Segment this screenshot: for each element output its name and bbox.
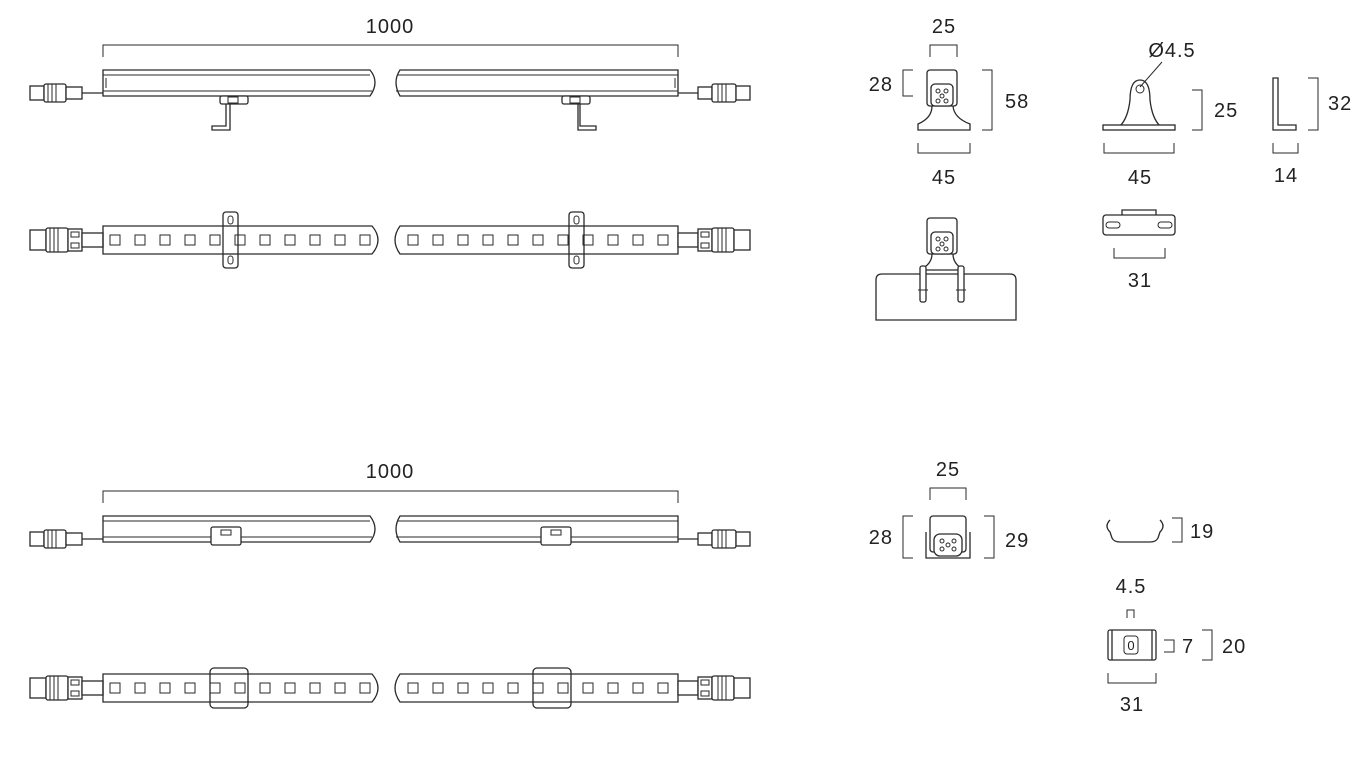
bottom-side-view: 1000 bbox=[29, 461, 751, 549]
bracket-base-width-label: 45 bbox=[932, 167, 956, 189]
led-chip bbox=[432, 682, 444, 694]
led-chip bbox=[532, 682, 544, 694]
led-chip bbox=[359, 234, 371, 246]
led-chip bbox=[482, 682, 494, 694]
led-chip bbox=[557, 234, 569, 246]
led-chip bbox=[284, 682, 296, 694]
top-side-view: 1000 bbox=[29, 16, 751, 131]
led-chip bbox=[657, 234, 669, 246]
l-profile-view: 32 14 bbox=[1272, 77, 1352, 187]
led-array-top bbox=[109, 234, 669, 246]
l-profile-width-label: 14 bbox=[1274, 165, 1298, 187]
base-plate-view: 31 bbox=[1102, 209, 1176, 292]
led-chip bbox=[134, 682, 146, 694]
led-chip bbox=[657, 682, 669, 694]
clip-plate-width-label: 31 bbox=[1120, 694, 1144, 716]
led-chip bbox=[209, 682, 221, 694]
clip-width-label: 25 bbox=[936, 459, 960, 481]
mounted-assembly-view bbox=[875, 217, 1017, 321]
base-plate-width-label: 31 bbox=[1128, 270, 1152, 292]
side-base-width-label: 45 bbox=[1128, 167, 1152, 189]
led-chip bbox=[309, 234, 321, 246]
led-chip bbox=[159, 234, 171, 246]
led-chip bbox=[457, 234, 469, 246]
led-chip bbox=[159, 682, 171, 694]
led-chip bbox=[234, 234, 246, 246]
led-chip bbox=[507, 234, 519, 246]
bracket-height-label: 28 bbox=[869, 74, 893, 96]
bottom-length-label: 1000 bbox=[366, 461, 415, 483]
clip-side-height-label: 19 bbox=[1190, 521, 1214, 543]
clip-side-view: 19 bbox=[1106, 517, 1214, 543]
top-length-label: 1000 bbox=[366, 16, 415, 38]
clip-plate-view: 4.5 0 7 20 31 bbox=[1107, 576, 1246, 716]
led-chip bbox=[457, 682, 469, 694]
clip-hole-label: 4.5 bbox=[1116, 576, 1147, 598]
led-chip bbox=[532, 234, 544, 246]
led-chip bbox=[557, 682, 569, 694]
led-chip bbox=[632, 682, 644, 694]
bracket-width-label: 25 bbox=[932, 16, 956, 38]
clip-plate-height-label: 20 bbox=[1222, 636, 1246, 658]
led-chip bbox=[334, 682, 346, 694]
l-profile-height-label: 32 bbox=[1328, 93, 1352, 115]
led-chip bbox=[209, 234, 221, 246]
led-chip bbox=[259, 682, 271, 694]
clip-total-height-label: 29 bbox=[1005, 530, 1029, 552]
hole-diameter-label: Ø4.5 bbox=[1148, 40, 1195, 62]
led-chip bbox=[582, 682, 594, 694]
led-chip bbox=[407, 234, 419, 246]
led-chip bbox=[184, 682, 196, 694]
bracket-end-view: 25 28 58 45 bbox=[869, 16, 1029, 189]
clip-height-label: 28 bbox=[869, 527, 893, 549]
led-chip bbox=[607, 234, 619, 246]
led-chip bbox=[359, 682, 371, 694]
led-chip bbox=[184, 234, 196, 246]
led-chip bbox=[432, 234, 444, 246]
led-chip bbox=[507, 682, 519, 694]
led-chip bbox=[234, 682, 246, 694]
led-chip bbox=[109, 234, 121, 246]
clip-center-mark: 0 bbox=[1127, 638, 1134, 653]
clip-hole-height-label: 7 bbox=[1182, 636, 1194, 658]
led-chip bbox=[284, 234, 296, 246]
side-height-label: 25 bbox=[1214, 100, 1238, 122]
led-array-bottom bbox=[109, 682, 669, 694]
left-connector bbox=[29, 83, 103, 103]
led-chip bbox=[607, 682, 619, 694]
led-chip bbox=[482, 234, 494, 246]
led-chip bbox=[309, 682, 321, 694]
bracket-total-height-label: 58 bbox=[1005, 91, 1029, 113]
top-front-view bbox=[29, 211, 751, 269]
bracket-2 bbox=[561, 95, 597, 131]
bracket-side-view: Ø4.5 25 45 bbox=[1102, 40, 1238, 189]
bottom-front-view bbox=[29, 667, 751, 709]
led-chip bbox=[259, 234, 271, 246]
led-chip bbox=[334, 234, 346, 246]
led-chip bbox=[109, 682, 121, 694]
right-connector bbox=[678, 83, 751, 103]
led-chip bbox=[134, 234, 146, 246]
led-chip bbox=[407, 682, 419, 694]
led-chip bbox=[582, 234, 594, 246]
bracket-1 bbox=[211, 95, 249, 131]
led-chip bbox=[632, 234, 644, 246]
clip-end-view: 25 28 29 bbox=[869, 459, 1029, 559]
